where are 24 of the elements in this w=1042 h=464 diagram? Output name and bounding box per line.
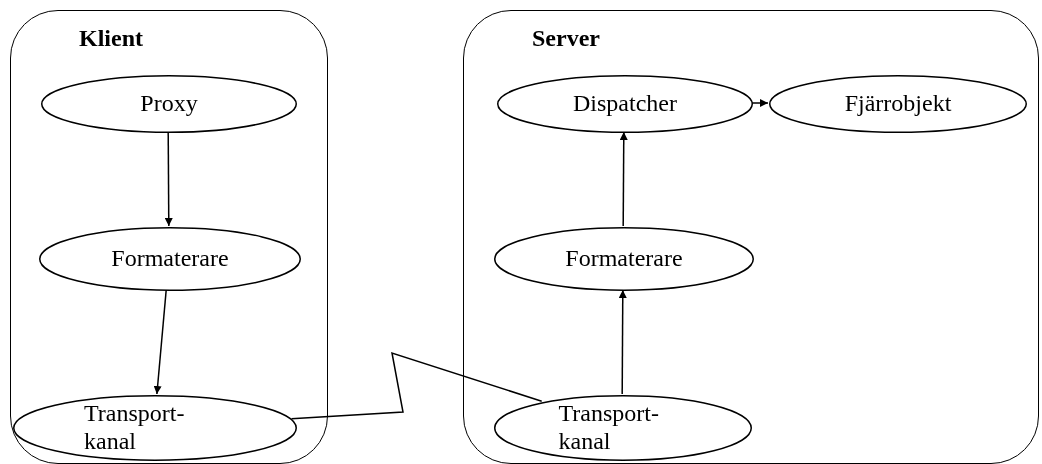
arrow: [153, 289, 167, 395]
process-ellipse: [41, 75, 297, 133]
process-ellipse: [494, 227, 754, 291]
node-label: Dispatcher: [573, 90, 677, 118]
node-label: Fjärrobjekt: [844, 90, 952, 118]
arrow: [618, 289, 627, 395]
process-ellipse: [497, 75, 753, 133]
node-label: Formaterare: [111, 245, 229, 273]
arrow: [164, 131, 173, 227]
group-container: [463, 10, 1039, 464]
process-ellipse: [13, 395, 297, 461]
arrow: [619, 131, 628, 227]
process-ellipse: [39, 227, 301, 291]
group-heading: Server: [532, 25, 600, 52]
group-container: [10, 10, 328, 464]
node-label: Transport- kanal: [558, 400, 660, 456]
zigzag-connector: [290, 351, 543, 420]
node-label: Formaterare: [565, 245, 683, 273]
node-label: Transport- kanal: [84, 400, 186, 456]
arrow: [751, 99, 769, 107]
group-heading: Klient: [79, 25, 143, 52]
process-ellipse: [494, 395, 752, 461]
process-ellipse: [769, 75, 1027, 133]
node-label: Proxy: [140, 90, 198, 118]
